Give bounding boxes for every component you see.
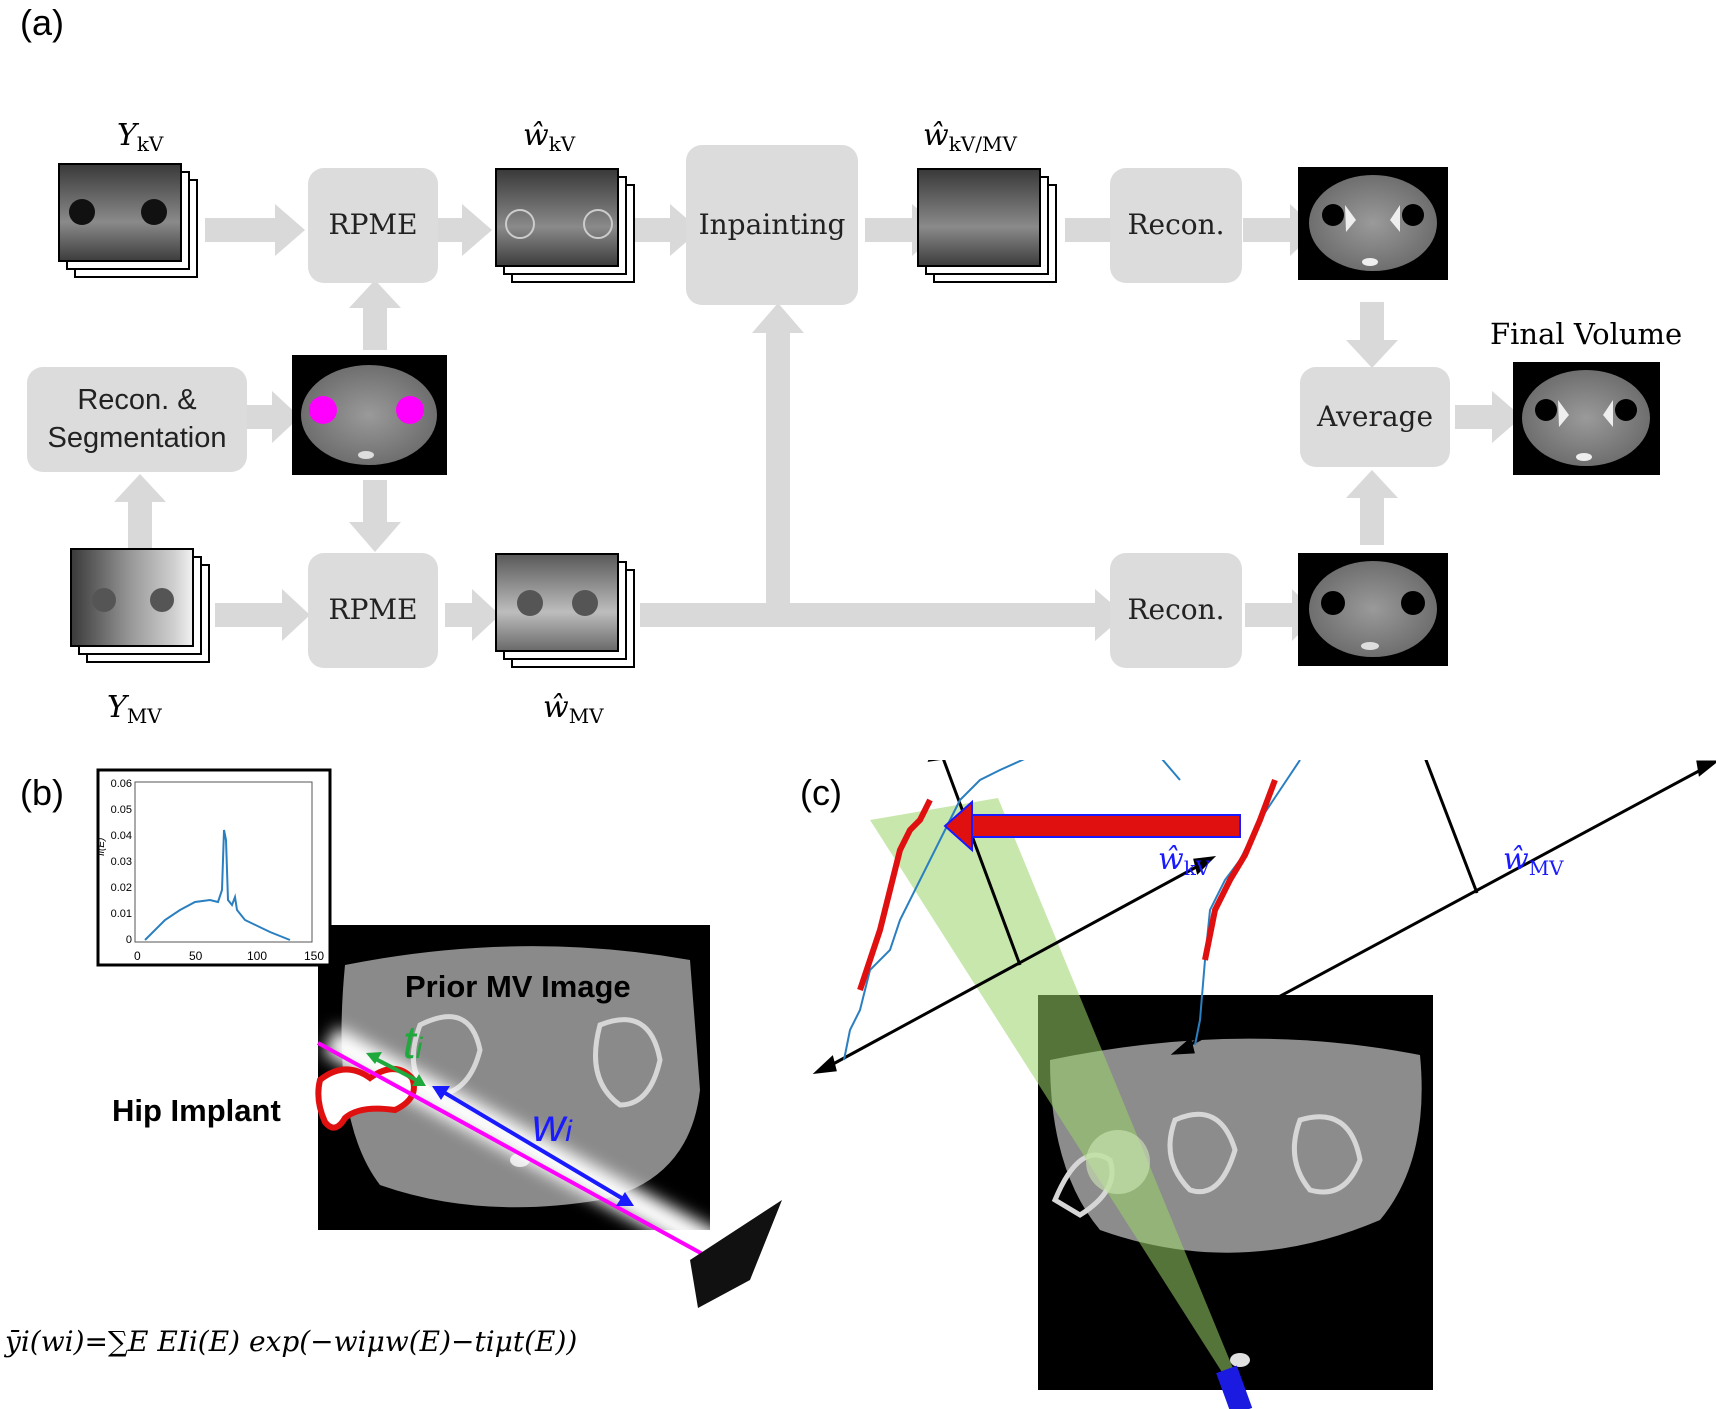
inset-xtick: 100 (247, 949, 268, 963)
inset-xtick: 150 (304, 949, 325, 963)
inset-ytick: 0 (125, 934, 132, 946)
w-mv-image (495, 553, 619, 652)
recon-segmentation-box: Recon. & Segmentation (27, 367, 247, 472)
average-box: Average (1300, 367, 1450, 467)
final-volume-label: Final Volume (1490, 317, 1683, 351)
recon-top-box: Recon. (1110, 168, 1242, 283)
w-kv-mv-image (917, 168, 1041, 267)
w-mv-label: ŵMV (543, 690, 604, 728)
rpme-bottom-box: RPME (308, 553, 438, 668)
y-kv-label: YkV (117, 118, 164, 156)
inset-xtick: 0 (134, 949, 141, 963)
ct-slices-a (292, 167, 1660, 666)
t-i-label: ti (403, 1016, 423, 1068)
w-kv-image (495, 168, 619, 267)
hip-implant-label: Hip Implant (112, 1093, 281, 1128)
inset-chart-xticks: 0 50 100 150 (134, 949, 324, 965)
recon-bottom-box: Recon. (1110, 553, 1242, 668)
panel-b-figure (96, 768, 782, 1308)
panel-c-label: (c) (800, 772, 842, 813)
y-mv-label: YMV (107, 690, 162, 728)
inset-xtick: 50 (189, 949, 203, 963)
panel-c-w-mv-label: ŵMV (1503, 842, 1564, 880)
inset-chart-yticks: 0.06 0.05 0.04 0.03 0.02 0.01 0 (100, 778, 132, 948)
inset-ytick: 0.05 (110, 804, 132, 816)
inpainting-box: Inpainting (686, 145, 858, 305)
prior-mv-label: Prior MV Image (405, 969, 631, 1004)
inset-ytick: 0.06 (110, 778, 132, 790)
panel-b-label: (b) (20, 772, 64, 813)
panel-c-w-kv-label: ŵkV (1158, 842, 1211, 880)
panel-a-label: (a) (20, 2, 64, 43)
rpme-top-box: RPME (308, 168, 438, 283)
inset-ytick: 0.03 (110, 856, 132, 868)
recon-seg-line1: Recon. & (77, 383, 197, 416)
inset-chart-ylabel: Ii(E) (96, 837, 107, 856)
w-kv-label: ŵkV (523, 118, 576, 156)
inset-ytick: 0.02 (110, 882, 132, 894)
panel-c-figure (812, 760, 1716, 1409)
projection-markers (69, 199, 613, 616)
inset-ytick: 0.01 (110, 908, 132, 920)
attenuation-equation: ȳi(wi)=∑E EIi(E) exp(−wiμw(E)−tiμt(E)) (5, 1325, 578, 1358)
recon-seg-line2: Segmentation (47, 421, 227, 454)
inset-ytick: 0.04 (110, 830, 132, 842)
w-kv-mv-label: ŵkV/MV (923, 118, 1017, 156)
w-i-label: wi (532, 1099, 572, 1151)
